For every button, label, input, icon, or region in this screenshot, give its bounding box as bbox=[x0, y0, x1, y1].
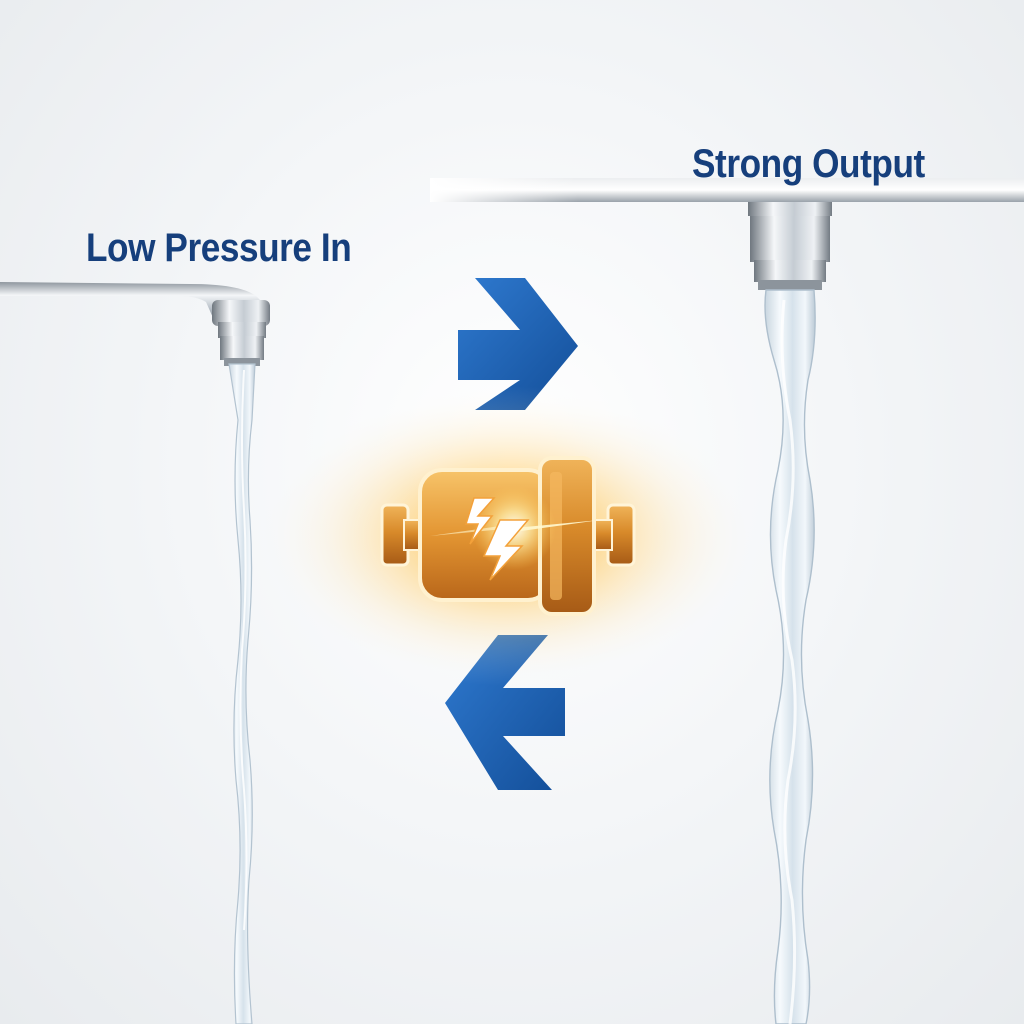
input-label: Low Pressure In bbox=[86, 226, 352, 270]
output-pipe bbox=[430, 178, 1024, 202]
output-faucet bbox=[748, 202, 832, 290]
lightning-bolt-icon bbox=[464, 497, 496, 545]
arrow-right-icon bbox=[458, 278, 578, 410]
pressure-booster-icon bbox=[380, 456, 636, 616]
output-label: Strong Output bbox=[692, 142, 925, 186]
input-faucet bbox=[0, 282, 270, 366]
